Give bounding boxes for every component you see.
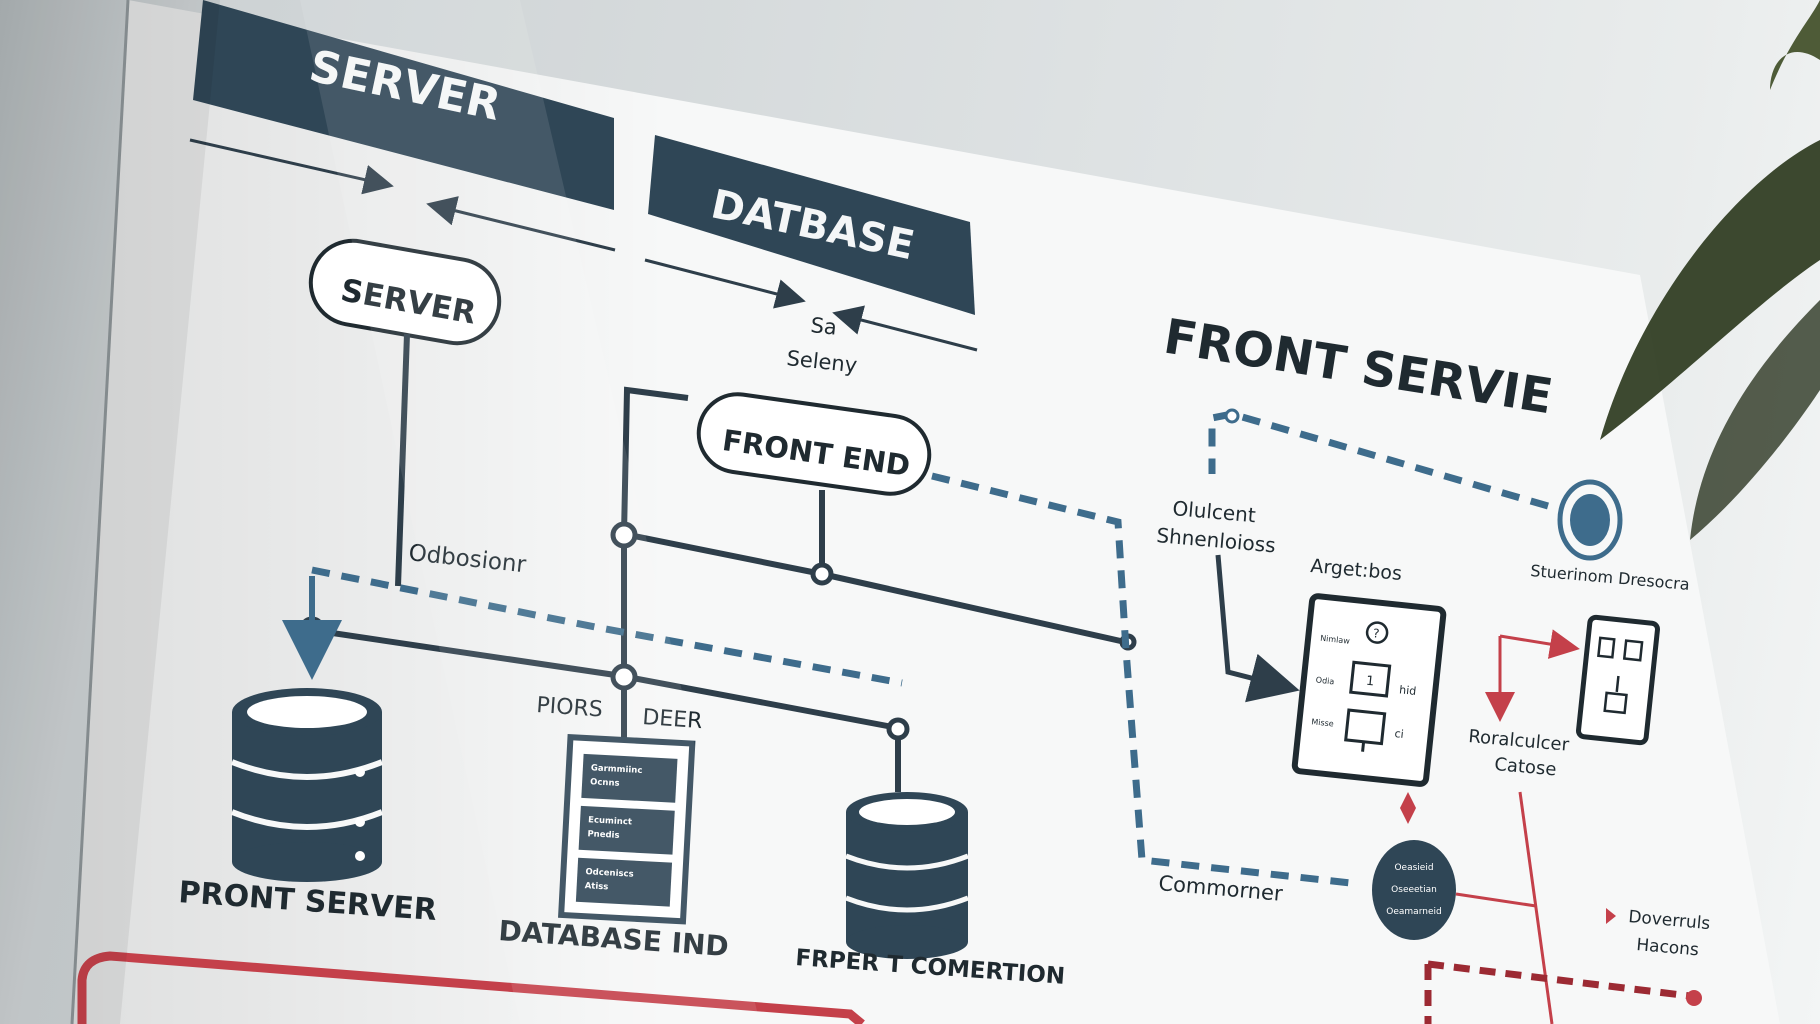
panel-row-2-line-1: Ecuminct <box>588 815 632 827</box>
phone-panel <box>1576 614 1660 746</box>
arrow-left-2 <box>832 305 978 352</box>
plug-icon <box>1603 675 1628 715</box>
panel-row-3-line-1: Odceniscs <box>585 867 634 880</box>
circle-badge: Oeasieid Oseeetian Oeamarneid <box>1372 840 1456 940</box>
label-deer: DEER <box>642 705 704 734</box>
plant-leaves <box>1600 0 1820 540</box>
red-dashed-connector <box>1424 960 1702 1024</box>
label-sa: Sa <box>809 313 838 340</box>
badge-line-3: Oeamarneid <box>1386 907 1441 917</box>
document-icon <box>1349 660 1392 698</box>
device-row-1: Nimlaw <box>1320 634 1351 646</box>
device-panel: Nimlaw Odia Misse ? 1 hid ci <box>1291 593 1447 787</box>
arrow-to-device-panel <box>1215 554 1300 703</box>
front-server-database-icon <box>230 688 384 882</box>
dashed-connectors <box>311 410 1549 888</box>
front-comertion-database-icon <box>845 792 969 959</box>
bottom-red-frame <box>77 951 865 1024</box>
label-piors: PIORS <box>536 693 604 723</box>
device-mark-4: ci <box>1394 727 1404 741</box>
badge-line-1: Oeasieid <box>1394 863 1433 873</box>
device-mark-3: hid <box>1399 683 1417 698</box>
panel-row-2-line-2: Pnedis <box>587 829 620 841</box>
device-mark-2: 1 <box>1365 674 1375 690</box>
panel-row-1-line-2: Ocnns <box>590 777 620 789</box>
shield-emblem <box>1557 479 1623 561</box>
server-pill: SERVER <box>308 238 502 346</box>
database-index-panel: Garmmiinc Ocnns Ecuminct Pnedis Odcenisc… <box>558 734 696 925</box>
panel-row-1-line-1: Garmmiinc <box>591 763 643 776</box>
shield-icon <box>1570 494 1610 546</box>
red-pointer-icon <box>1606 908 1616 924</box>
arrow-right-1 <box>189 138 394 195</box>
arrow-left-1 <box>426 196 616 252</box>
device-row-3: Misse <box>1311 717 1334 728</box>
red-connectors <box>1455 629 1580 1024</box>
front-end-pill: FRONT END <box>696 392 932 496</box>
question-icon <box>1365 621 1389 644</box>
panel-row-3-line-2: Atiss <box>584 881 608 892</box>
device-mark-1: ? <box>1372 626 1380 641</box>
badge-line-2: Oseeetian <box>1391 885 1437 895</box>
server-banner: SERVER <box>193 0 614 210</box>
device-row-2: Odia <box>1315 675 1334 686</box>
arrow-right-2 <box>644 258 806 309</box>
red-diamond-icon <box>1400 792 1416 824</box>
